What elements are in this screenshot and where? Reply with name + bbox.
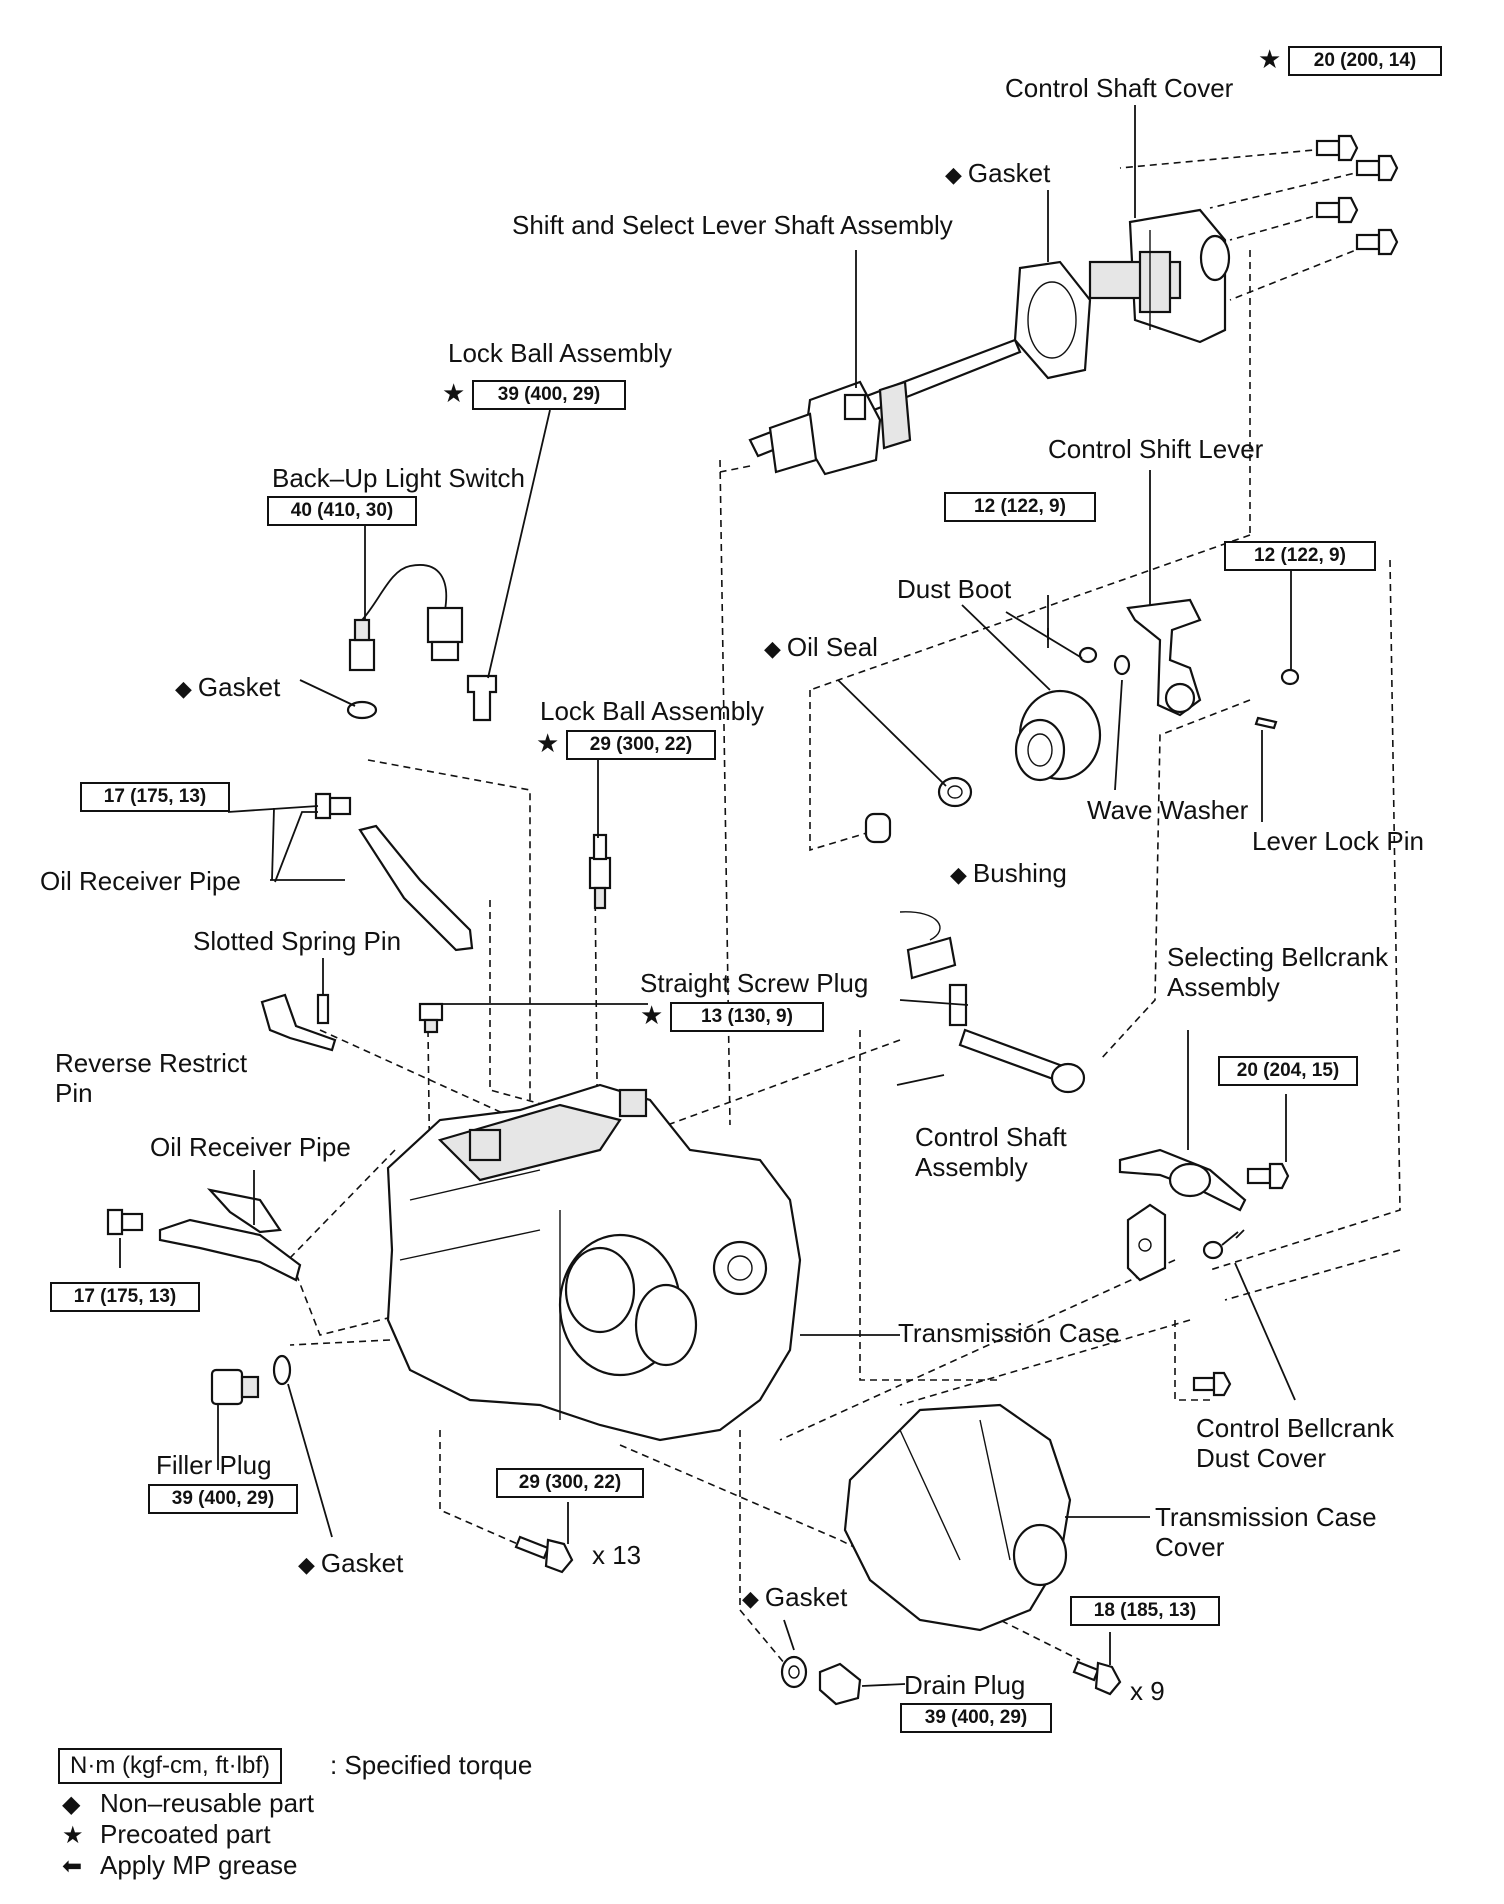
non-reusable-marker: ◆ [764,636,781,661]
label-control-shift-lever: Control Shift Lever [1048,434,1264,464]
label-gasket-filler: ◆Gasket [298,1548,404,1578]
transmission-case-cover-drawing [843,1403,1072,1632]
label-back-up-light-switch: Back–Up Light Switch [272,463,525,493]
torque-control-shaft-cover: 20 (200, 14) [1288,46,1442,76]
label-oil-receiver-pipe-lower: Oil Receiver Pipe [150,1132,351,1162]
label-gasket-cover: ◆Gasket [945,158,1051,188]
torque-dust-boot-nut: 12 (122, 9) [944,492,1096,522]
oil-receiver-pipe-lower-drawing [106,1188,302,1282]
control-shaft-cover-drawing [1088,208,1231,344]
label-oil-receiver-pipe-upper: Oil Receiver Pipe [40,866,241,896]
torque-lock-ball-lower: 29 (300, 22) [566,730,716,760]
non-reusable-marker: ◆ [298,1552,315,1577]
non-reusable-symbol: ◆ [62,1791,81,1818]
label-qty-cover-bolts: x 9 [1130,1676,1165,1706]
label-filler-plug: Filler Plug [156,1450,272,1480]
label-transmission-case: Transmission Case [898,1318,1120,1348]
non-reusable-marker: ◆ [742,1586,759,1611]
dust-boot-drawing [1014,689,1102,782]
label-slotted-spring-pin: Slotted Spring Pin [193,926,402,956]
non-reusable-marker: ◆ [945,162,962,187]
leader-lines [119,105,1296,1687]
non-reusable-marker: ◆ [175,676,192,701]
label-control-shaft-cover: Control Shaft Cover [1005,73,1234,103]
selecting-bellcrank-drawing [1118,1148,1290,1282]
torque-oil-receiver-pipe-upper: 17 (175, 13) [80,782,230,812]
control-shaft-assembly-drawing [899,911,1086,1094]
back-up-light-switch-drawing [346,564,464,720]
torque-drain-plug: 39 (400, 29) [900,1703,1052,1733]
dust-cover-bolt-drawing [1192,1371,1232,1397]
precoated-marker: ★ [536,728,560,758]
label-gasket-switch: ◆Gasket [175,672,281,702]
wave-washer-drawing [1078,646,1300,686]
straight-screw-plug-drawing [418,1002,444,1034]
cover-bolt-drawing [1072,1660,1122,1696]
cover-bolts [1315,134,1399,256]
cover-gasket-drawing [1013,260,1092,380]
mp-grease-arrow-icon: ⬅ [62,1853,83,1880]
filler-plug-drawing [210,1354,292,1406]
label-dust-boot: Dust Boot [897,574,1012,604]
transmission-case-drawing [386,1083,802,1442]
torque-lock-ball-upper: 39 (400, 29) [472,380,626,410]
oil-receiver-pipe-upper-drawing [314,792,474,952]
reverse-restrict-pin-drawing [260,993,337,1052]
torque-control-shift-lever-nut: 12 (122, 9) [1224,541,1376,571]
legend-torque-key: N·m (kgf-cm, ft·lbf) [58,1748,282,1784]
torque-cover-bolts: 18 (185, 13) [1070,1596,1220,1626]
torque-case-bolts: 29 (300, 22) [496,1468,644,1498]
legend-precoated: ★Precoated part [62,1819,271,1849]
label-wave-washer: Wave Washer [1087,795,1249,825]
label-lock-ball-assembly-upper: Lock Ball Assembly [448,338,672,368]
non-reusable-marker: ◆ [950,862,967,887]
precoated-marker: ★ [640,1000,664,1030]
label-oil-seal: ◆Oil Seal [764,632,878,662]
legend-mp-grease: ⬅Apply MP grease [62,1850,298,1880]
torque-selecting-bellcrank: 20 (204, 15) [1218,1056,1358,1086]
shift-lever-shaft-drawing [748,338,1022,476]
oil-seal-drawing [937,776,973,808]
legend-torque-desc: : Specified torque [330,1750,533,1780]
torque-filler-plug: 39 (400, 29) [148,1484,298,1514]
precoated-marker: ★ [442,378,466,408]
drain-plug-drawing [780,1655,862,1706]
legend-non-reusable: ◆Non–reusable part [62,1788,314,1818]
label-lock-ball-assembly-lower: Lock Ball Assembly [540,696,764,726]
precoated-marker: ★ [1258,44,1282,74]
label-shift-select-lever-shaft: Shift and Select Lever Shaft Assembly [512,210,953,240]
lock-ball-upper-drawing [466,674,498,722]
label-straight-screw-plug: Straight Screw Plug [640,968,869,998]
case-bolt-drawing [514,1535,574,1574]
label-qty-case-bolts: x 13 [592,1540,642,1570]
slotted-spring-pin-drawing [316,993,330,1025]
torque-oil-receiver-pipe-lower: 17 (175, 13) [50,1282,200,1312]
control-shift-lever-drawing [1126,598,1278,730]
label-lever-lock-pin: Lever Lock Pin [1252,826,1424,856]
lock-ball-lower-drawing [588,833,612,910]
bushing-drawing [864,812,892,844]
label-drain-plug: Drain Plug [904,1670,1026,1700]
torque-straight-screw-plug: 13 (130, 9) [670,1002,824,1032]
torque-back-up-light-switch: 40 (410, 30) [267,496,417,526]
precoated-symbol: ★ [62,1822,84,1849]
label-bushing: ◆Bushing [950,858,1067,888]
label-gasket-drain: ◆Gasket [742,1582,848,1612]
